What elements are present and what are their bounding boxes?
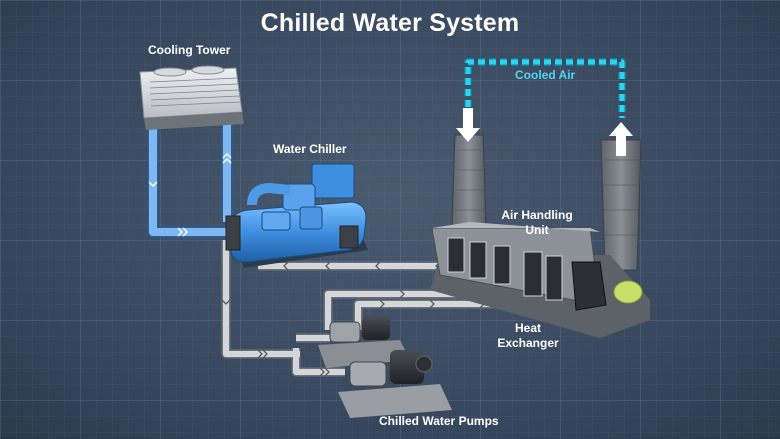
air-handling-unit-label-line1: Air Handling [501, 208, 573, 222]
chilled-water-pumps-label: Chilled Water Pumps [379, 414, 499, 428]
condenser-water-pipes [147, 110, 233, 238]
cooled-air-path [464, 58, 626, 118]
chilled-water-pumps [318, 316, 452, 418]
page-title: Chilled Water System [260, 9, 520, 37]
heat-exchanger-label-line2: Exchanger [497, 336, 559, 350]
air-handling-unit-label: Air Handling Unit [497, 208, 577, 238]
cooling-tower [139, 65, 244, 130]
water-chiller [225, 163, 368, 268]
heat-exchanger-label-line1: Heat [514, 321, 541, 335]
cooled-air-label: Cooled Air [515, 68, 576, 82]
air-handling-unit-label-line2: Unit [525, 223, 549, 237]
air-handling-unit [430, 222, 650, 338]
heat-exchanger-label: Heat Exchanger [490, 321, 566, 351]
water-chiller-label: Water Chiller [273, 142, 347, 156]
cooling-tower-label: Cooling Tower [148, 43, 231, 57]
